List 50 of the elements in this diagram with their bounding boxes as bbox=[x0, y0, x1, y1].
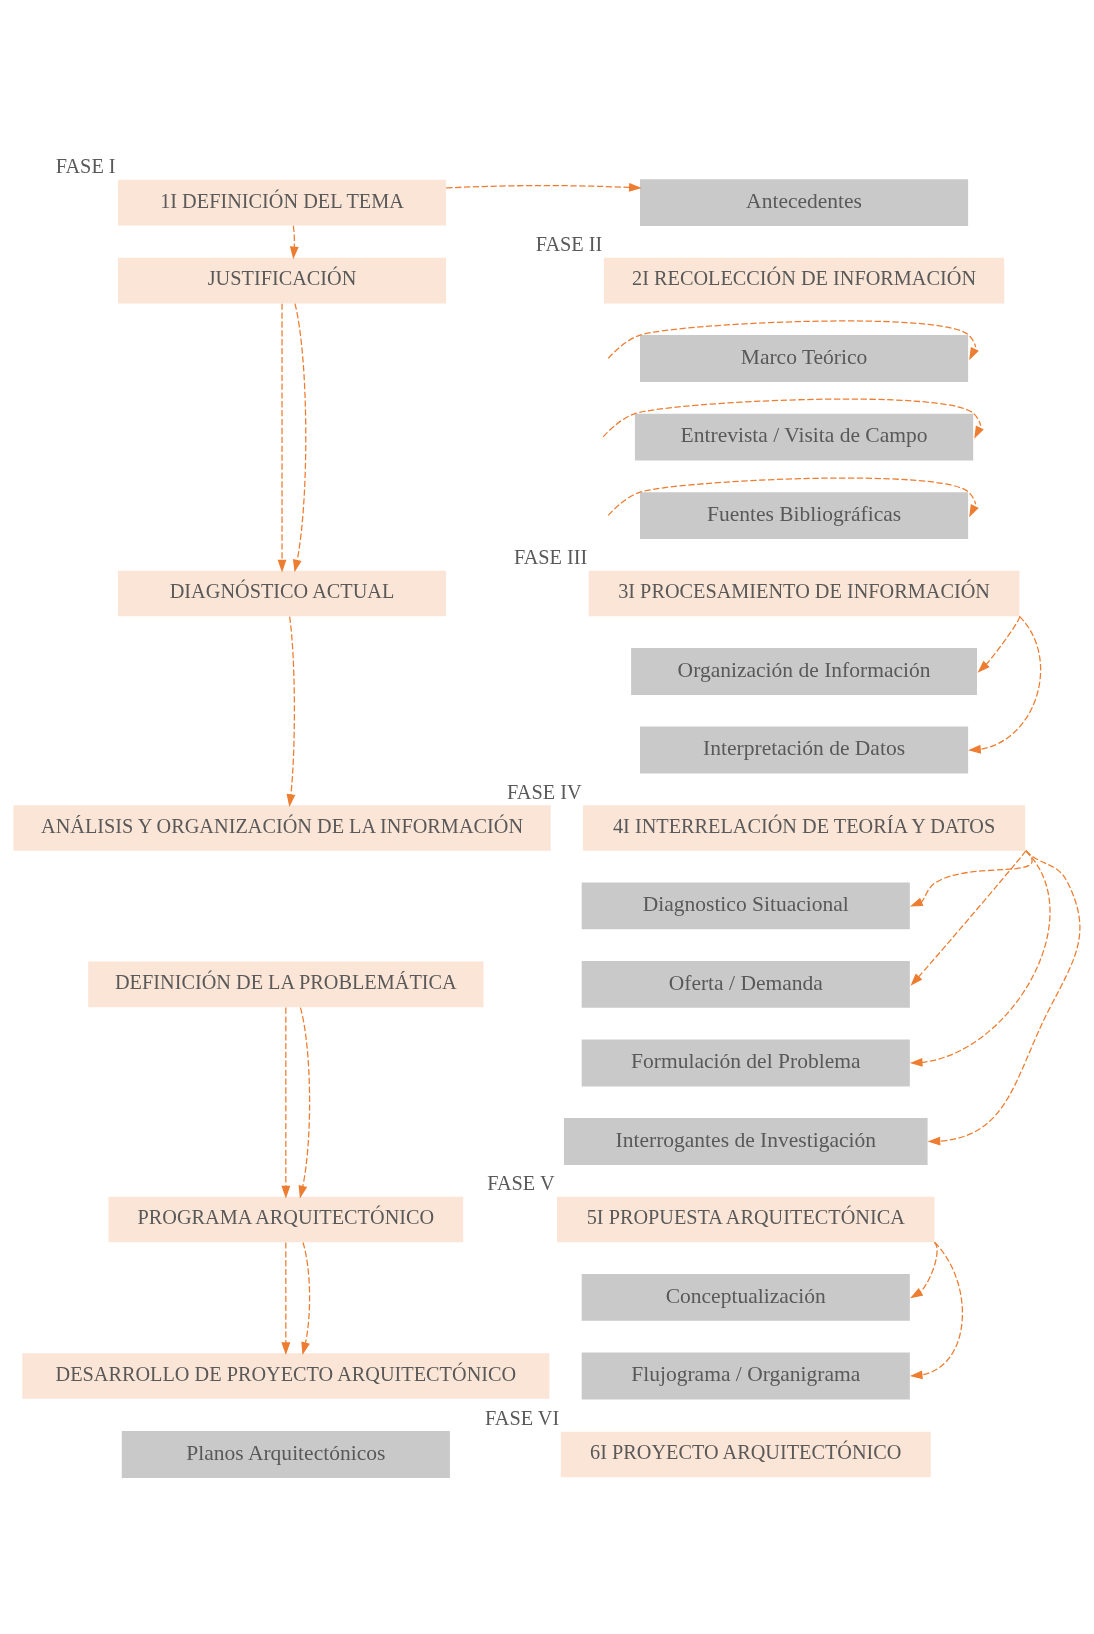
node-label: FASE IV bbox=[507, 780, 582, 803]
node-box: 2I RECOLECCIÓN DE INFORMACIÓN bbox=[603, 257, 1005, 303]
node-label: FASE I bbox=[55, 154, 116, 177]
node-box: Interpretación de Datos bbox=[639, 726, 969, 773]
arrow bbox=[607, 319, 979, 360]
arrow bbox=[909, 849, 1051, 1067]
node-box: Flujograma / Organigrama bbox=[581, 1352, 910, 1399]
node-box: DEFINICIÓN DE LA PROBLEMÁTICA bbox=[88, 961, 484, 1007]
node-box: Entrevista / Visita de Campo bbox=[634, 413, 974, 460]
node-box: Oferta / Demanda bbox=[581, 960, 910, 1008]
node-label: FASE VI bbox=[485, 1406, 560, 1429]
node-box: Planos Arquitectónicos bbox=[121, 1430, 450, 1478]
arrow bbox=[968, 615, 1042, 754]
arrow bbox=[298, 1006, 311, 1198]
node-box: Organización de Información bbox=[631, 647, 977, 695]
node-box: Fuentes Bibliográficas bbox=[639, 491, 969, 539]
node-box: Diagnostico Situacional bbox=[581, 881, 910, 929]
arrow bbox=[286, 615, 296, 807]
arrow bbox=[910, 1241, 938, 1298]
arrow bbox=[301, 1241, 311, 1355]
node-box: 1I DEFINICIÓN DEL TEMA bbox=[117, 179, 447, 225]
arrow bbox=[277, 302, 287, 572]
arrow bbox=[910, 849, 1027, 986]
node-box: JUSTIFICACIÓN bbox=[117, 257, 447, 303]
node-box: ANÁLISIS Y ORGANIZACIÓN DE LA INFORMACIÓN bbox=[13, 804, 551, 851]
node-box: 4I INTERRELACIÓN DE TEORÍA Y DATOS bbox=[582, 804, 1026, 851]
node-box: Conceptualización bbox=[581, 1273, 910, 1321]
node-box: 3I PROCESAMIENTO DE INFORMACIÓN bbox=[588, 570, 1020, 616]
node-box: Formulación del Problema bbox=[581, 1039, 910, 1086]
node-box: Marco Teórico bbox=[639, 334, 969, 382]
arrow bbox=[289, 224, 299, 259]
arrow bbox=[281, 1241, 291, 1355]
node-box: PROGRAMA ARQUITECTÓNICO bbox=[108, 1196, 464, 1242]
arrow bbox=[927, 849, 1081, 1146]
node-box: 5I PROPUESTA ARQUITECTÓNICA bbox=[557, 1196, 935, 1242]
node-box: 6I PROYECTO ARQUITECTÓNICO bbox=[560, 1431, 931, 1477]
arrow bbox=[909, 1241, 963, 1379]
arrow bbox=[281, 1006, 291, 1198]
node-label: FASE V bbox=[487, 1171, 555, 1194]
arrow bbox=[977, 615, 1021, 673]
node-box: DESARROLLO DE PROYECTO ARQUITECTÓNICO bbox=[22, 1352, 550, 1399]
arrow bbox=[602, 397, 984, 439]
node-box: Antecedentes bbox=[639, 178, 969, 226]
node-label: FASE II bbox=[535, 232, 603, 255]
node-label: FASE III bbox=[513, 545, 588, 568]
arrow bbox=[607, 476, 979, 517]
node-box: DIAGNÓSTICO ACTUAL bbox=[117, 570, 447, 616]
arrow bbox=[292, 302, 307, 572]
arrow bbox=[445, 182, 642, 192]
node-box: Interrogantes de Investigación bbox=[563, 1117, 928, 1165]
